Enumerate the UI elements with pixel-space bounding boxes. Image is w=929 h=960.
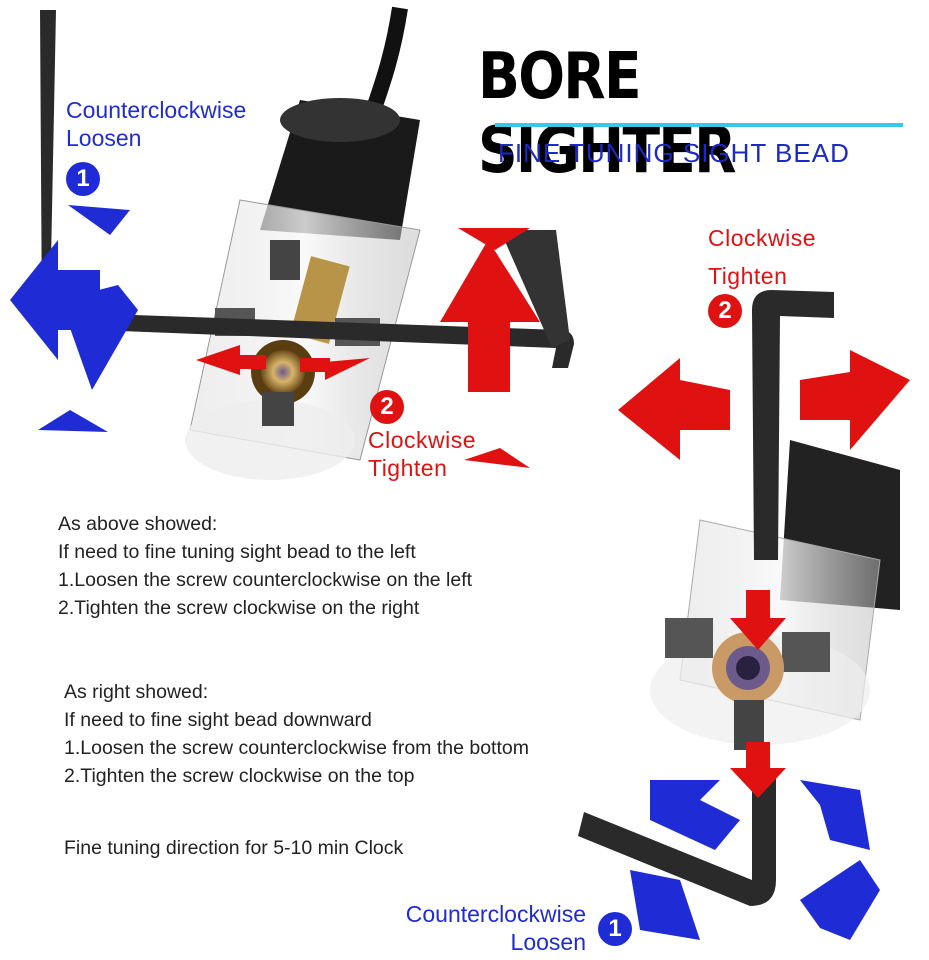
left-loosen-action: Loosen xyxy=(66,125,142,151)
left-step-2-badge: 2 xyxy=(370,390,404,424)
right-tighten-action: Tighten xyxy=(708,263,788,289)
right-step-1-badge: 1 xyxy=(598,912,632,946)
right-loosen-label: Counterclockwise Loosen xyxy=(366,900,586,956)
left-loosen-arrows-icon xyxy=(10,205,138,432)
right-loosen-action: Loosen xyxy=(510,929,586,955)
right-loosen-direction: Counterclockwise xyxy=(405,901,586,927)
right-tighten-label: Clockwise Tighten xyxy=(708,219,816,295)
instruction-line: 2.Tighten the screw clockwise on the top xyxy=(64,765,415,787)
left-hex-key-icon xyxy=(40,10,574,368)
left-tighten-label: Clockwise Tighten xyxy=(368,426,476,482)
instructions-left: As above showed: If need to fine tuning … xyxy=(58,510,472,622)
instruction-line: As above showed: xyxy=(58,513,218,535)
title-underline xyxy=(495,123,903,127)
right-bottom-hex-key-icon xyxy=(578,778,776,906)
left-step-1-badge: 1 xyxy=(66,162,100,196)
right-tighten-direction: Clockwise xyxy=(708,225,817,251)
right-tighten-arrows-icon xyxy=(618,350,910,798)
left-loosen-direction: Counterclockwise xyxy=(66,97,247,123)
instruction-line: 1.Loosen the screw counterclockwise on t… xyxy=(58,569,473,591)
page-subtitle: FINE TUNING SIGHT BEAD xyxy=(498,138,850,168)
instruction-line: If need to fine sight bead downward xyxy=(64,709,372,731)
left-tighten-direction: Clockwise xyxy=(368,427,477,453)
left-tighten-action: Tighten xyxy=(368,455,448,481)
instruction-line: 1.Loosen the screw counterclockwise from… xyxy=(64,737,529,759)
instructions-down: As right showed: If need to fine sight b… xyxy=(64,678,529,790)
left-tighten-arrows-icon xyxy=(196,228,540,468)
right-top-hex-key-icon xyxy=(752,290,834,560)
left-loosen-label: Counterclockwise Loosen xyxy=(66,96,246,152)
instruction-line: 2.Tighten the screw clockwise on the rig… xyxy=(58,597,420,619)
tuning-note: Fine tuning direction for 5-10 min Clock xyxy=(64,837,404,859)
right-step-2-badge: 2 xyxy=(708,294,742,328)
right-loosen-arrows-icon xyxy=(630,780,880,940)
instruction-line: If need to fine tuning sight bead to the… xyxy=(58,541,416,563)
instruction-line: As right showed: xyxy=(64,681,209,703)
